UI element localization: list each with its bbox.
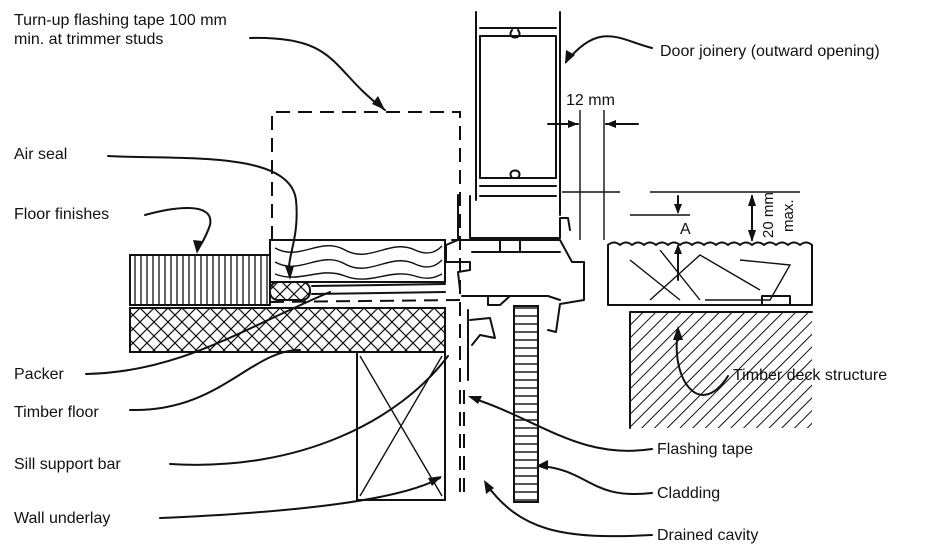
cladding-bar: [513, 305, 539, 503]
label-sill-support-bar: Sill support bar: [14, 456, 121, 473]
step-dimension: [562, 191, 800, 281]
gap-dimension: [547, 110, 639, 240]
label-drained-cavity: Drained cavity: [657, 527, 759, 544]
door-joinery-profile: [445, 11, 585, 346]
deck-boards: [607, 241, 813, 306]
label-timber-floor: Timber floor: [14, 404, 99, 421]
label-floor-finishes: Floor finishes: [14, 206, 110, 223]
label-cladding: Cladding: [657, 485, 721, 502]
leader-lines: [85, 35, 729, 538]
label-air-seal: Air seal: [14, 146, 68, 163]
threshold-block: [269, 239, 446, 283]
label-step-max-line2: max.: [780, 199, 797, 232]
label-step-max-line1: 20 mm: [760, 192, 777, 238]
label-timber-deck-structure: Timber deck structure: [733, 367, 888, 384]
label-door-joinery: Door joinery (outward opening): [660, 43, 880, 60]
packer-line: [269, 283, 461, 303]
wall-underlay-line: [463, 309, 469, 500]
label-wall-underlay: Wall underlay: [14, 510, 111, 527]
turn-up-flashing-outline: [271, 111, 461, 500]
air-seal-shape: [269, 281, 311, 301]
label-packer: Packer: [14, 366, 64, 383]
floor-finishes-block: [129, 254, 271, 306]
timber-floor-slab: [129, 307, 446, 353]
timber-deck-structure-block: [629, 311, 813, 429]
label-step-marker: A: [680, 221, 691, 238]
label-gap-dimension: 12 mm: [566, 92, 615, 109]
label-turn-up-flashing: Turn-up flashing tape 100 mm min. at tri…: [14, 12, 227, 48]
label-flashing-tape: Flashing tape: [657, 441, 754, 458]
